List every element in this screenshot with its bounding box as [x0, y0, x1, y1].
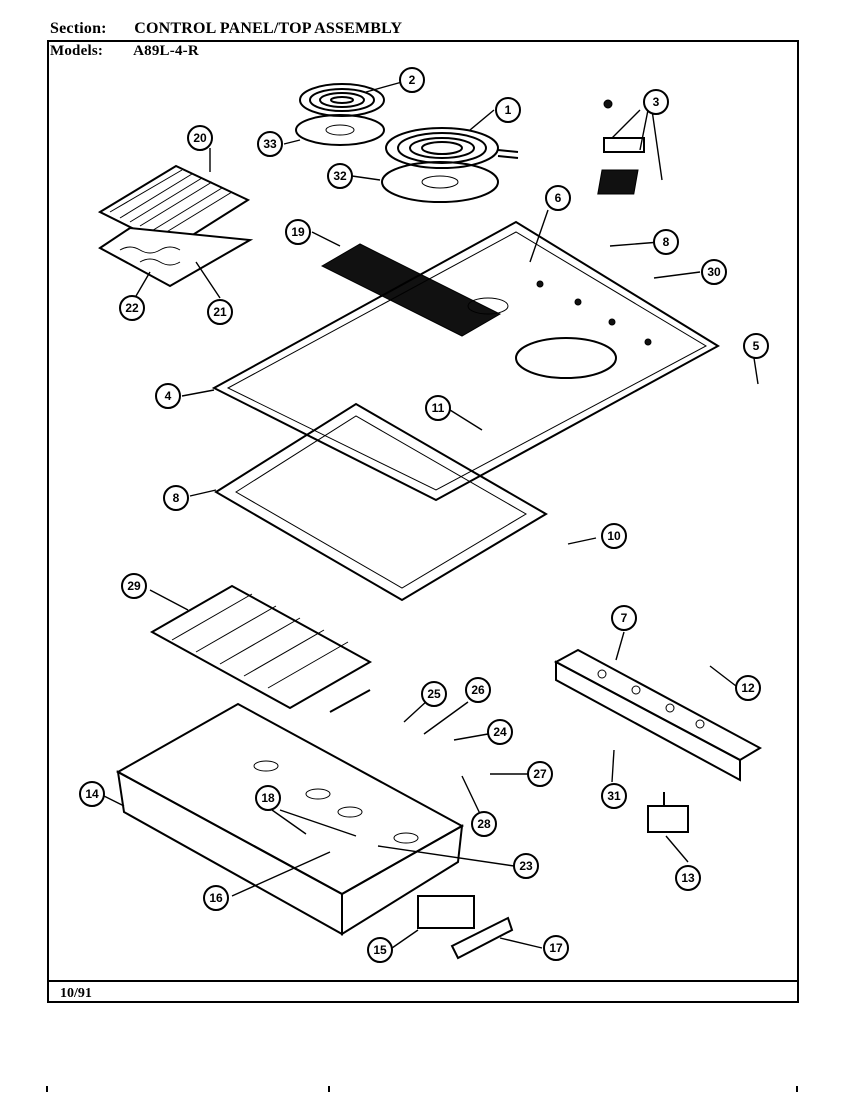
callout-17: 17 [543, 935, 569, 961]
callout-29-label: 29 [127, 579, 141, 593]
callout-25: 25 [421, 681, 447, 707]
callout-19: 19 [285, 219, 311, 245]
part-drip-box [115, 702, 465, 936]
callout-8b: 8 [163, 485, 189, 511]
callout-1: 1 [495, 97, 521, 123]
callout-18: 18 [255, 785, 281, 811]
section-header: Section: CONTROL PANEL/TOP ASSEMBLY [50, 20, 402, 38]
part-small-drip-pan [295, 114, 385, 146]
scan-mark [46, 1086, 48, 1092]
part-receptacle [597, 99, 645, 195]
callout-5: 5 [743, 333, 769, 359]
callout-7-label: 7 [621, 611, 628, 625]
callout-28-label: 28 [477, 817, 491, 831]
section-label: Section: [50, 20, 107, 37]
part-large-drip-pan [381, 161, 499, 203]
callout-20-label: 20 [193, 131, 207, 145]
part-small-element [299, 83, 385, 117]
callout-4-label: 4 [165, 389, 172, 403]
callout-19-label: 19 [291, 225, 305, 239]
callout-25-label: 25 [427, 687, 441, 701]
callout-31-label: 31 [607, 789, 621, 803]
callout-32-label: 32 [333, 169, 347, 183]
callout-6: 6 [545, 185, 571, 211]
callout-21-label: 21 [213, 305, 227, 319]
callout-33: 33 [257, 131, 283, 157]
diagram-frame [47, 40, 799, 1003]
callout-10-label: 10 [607, 529, 621, 543]
callout-12-label: 12 [741, 681, 755, 695]
callout-8-label: 8 [663, 235, 670, 249]
callout-13-label: 13 [681, 871, 695, 885]
part-terminal-block [417, 895, 514, 960]
callout-16: 16 [203, 885, 229, 911]
callout-8: 8 [653, 229, 679, 255]
callout-16-label: 16 [209, 891, 223, 905]
callout-14: 14 [79, 781, 105, 807]
footer-divider [47, 980, 799, 982]
part-trim-frame [214, 402, 548, 602]
callout-22: 22 [119, 295, 145, 321]
callout-3-label: 3 [653, 95, 660, 109]
callout-11: 11 [425, 395, 451, 421]
callout-28: 28 [471, 811, 497, 837]
callout-8b-label: 8 [173, 491, 180, 505]
callout-23: 23 [513, 853, 539, 879]
revision-date: 10/91 [60, 986, 92, 1001]
callout-11-label: 11 [432, 401, 445, 415]
callout-10: 10 [601, 523, 627, 549]
callout-33-label: 33 [263, 137, 277, 151]
part-grill-element [149, 584, 373, 713]
callout-1-label: 1 [505, 103, 512, 117]
callout-26: 26 [465, 677, 491, 703]
part-grill-rocks [98, 226, 254, 288]
part-center-grate [320, 243, 502, 337]
callout-13: 13 [675, 865, 701, 891]
callout-4: 4 [155, 383, 181, 409]
callout-29: 29 [121, 573, 147, 599]
leader-lines [103, 81, 759, 949]
callout-24-label: 24 [493, 725, 507, 739]
part-control-panel [553, 648, 763, 782]
callout-5-label: 5 [753, 339, 760, 353]
callout-18-label: 18 [261, 791, 275, 805]
section-title: CONTROL PANEL/TOP ASSEMBLY [134, 20, 403, 37]
callout-30: 30 [701, 259, 727, 285]
models-label: Models: [50, 43, 104, 59]
callout-15-label: 15 [373, 943, 387, 957]
callout-2: 2 [399, 67, 425, 93]
callout-7: 7 [611, 605, 637, 631]
scan-mark [796, 1086, 798, 1092]
callout-22-label: 22 [125, 301, 139, 315]
callout-31: 31 [601, 783, 627, 809]
callout-23-label: 23 [519, 859, 533, 873]
callout-32: 32 [327, 163, 353, 189]
callout-17-label: 17 [549, 941, 563, 955]
callout-2-label: 2 [409, 73, 416, 87]
callout-15: 15 [367, 937, 393, 963]
part-infinite-switch [647, 792, 689, 833]
part-large-element [385, 127, 519, 169]
scan-mark [328, 1086, 330, 1092]
callout-27-label: 27 [533, 767, 547, 781]
callout-12: 12 [735, 675, 761, 701]
callout-26-label: 26 [471, 683, 485, 697]
models-value: A89L-4-R [133, 43, 199, 59]
callout-14-label: 14 [85, 787, 99, 801]
callout-20: 20 [187, 125, 213, 151]
callout-30-label: 30 [707, 265, 721, 279]
part-maintop [211, 220, 720, 502]
callout-21: 21 [207, 299, 233, 325]
callout-3: 3 [643, 89, 669, 115]
callout-27: 27 [527, 761, 553, 787]
callout-24: 24 [487, 719, 513, 745]
callout-6-label: 6 [555, 191, 562, 205]
models-header: Models: A89L-4-R [50, 43, 199, 60]
